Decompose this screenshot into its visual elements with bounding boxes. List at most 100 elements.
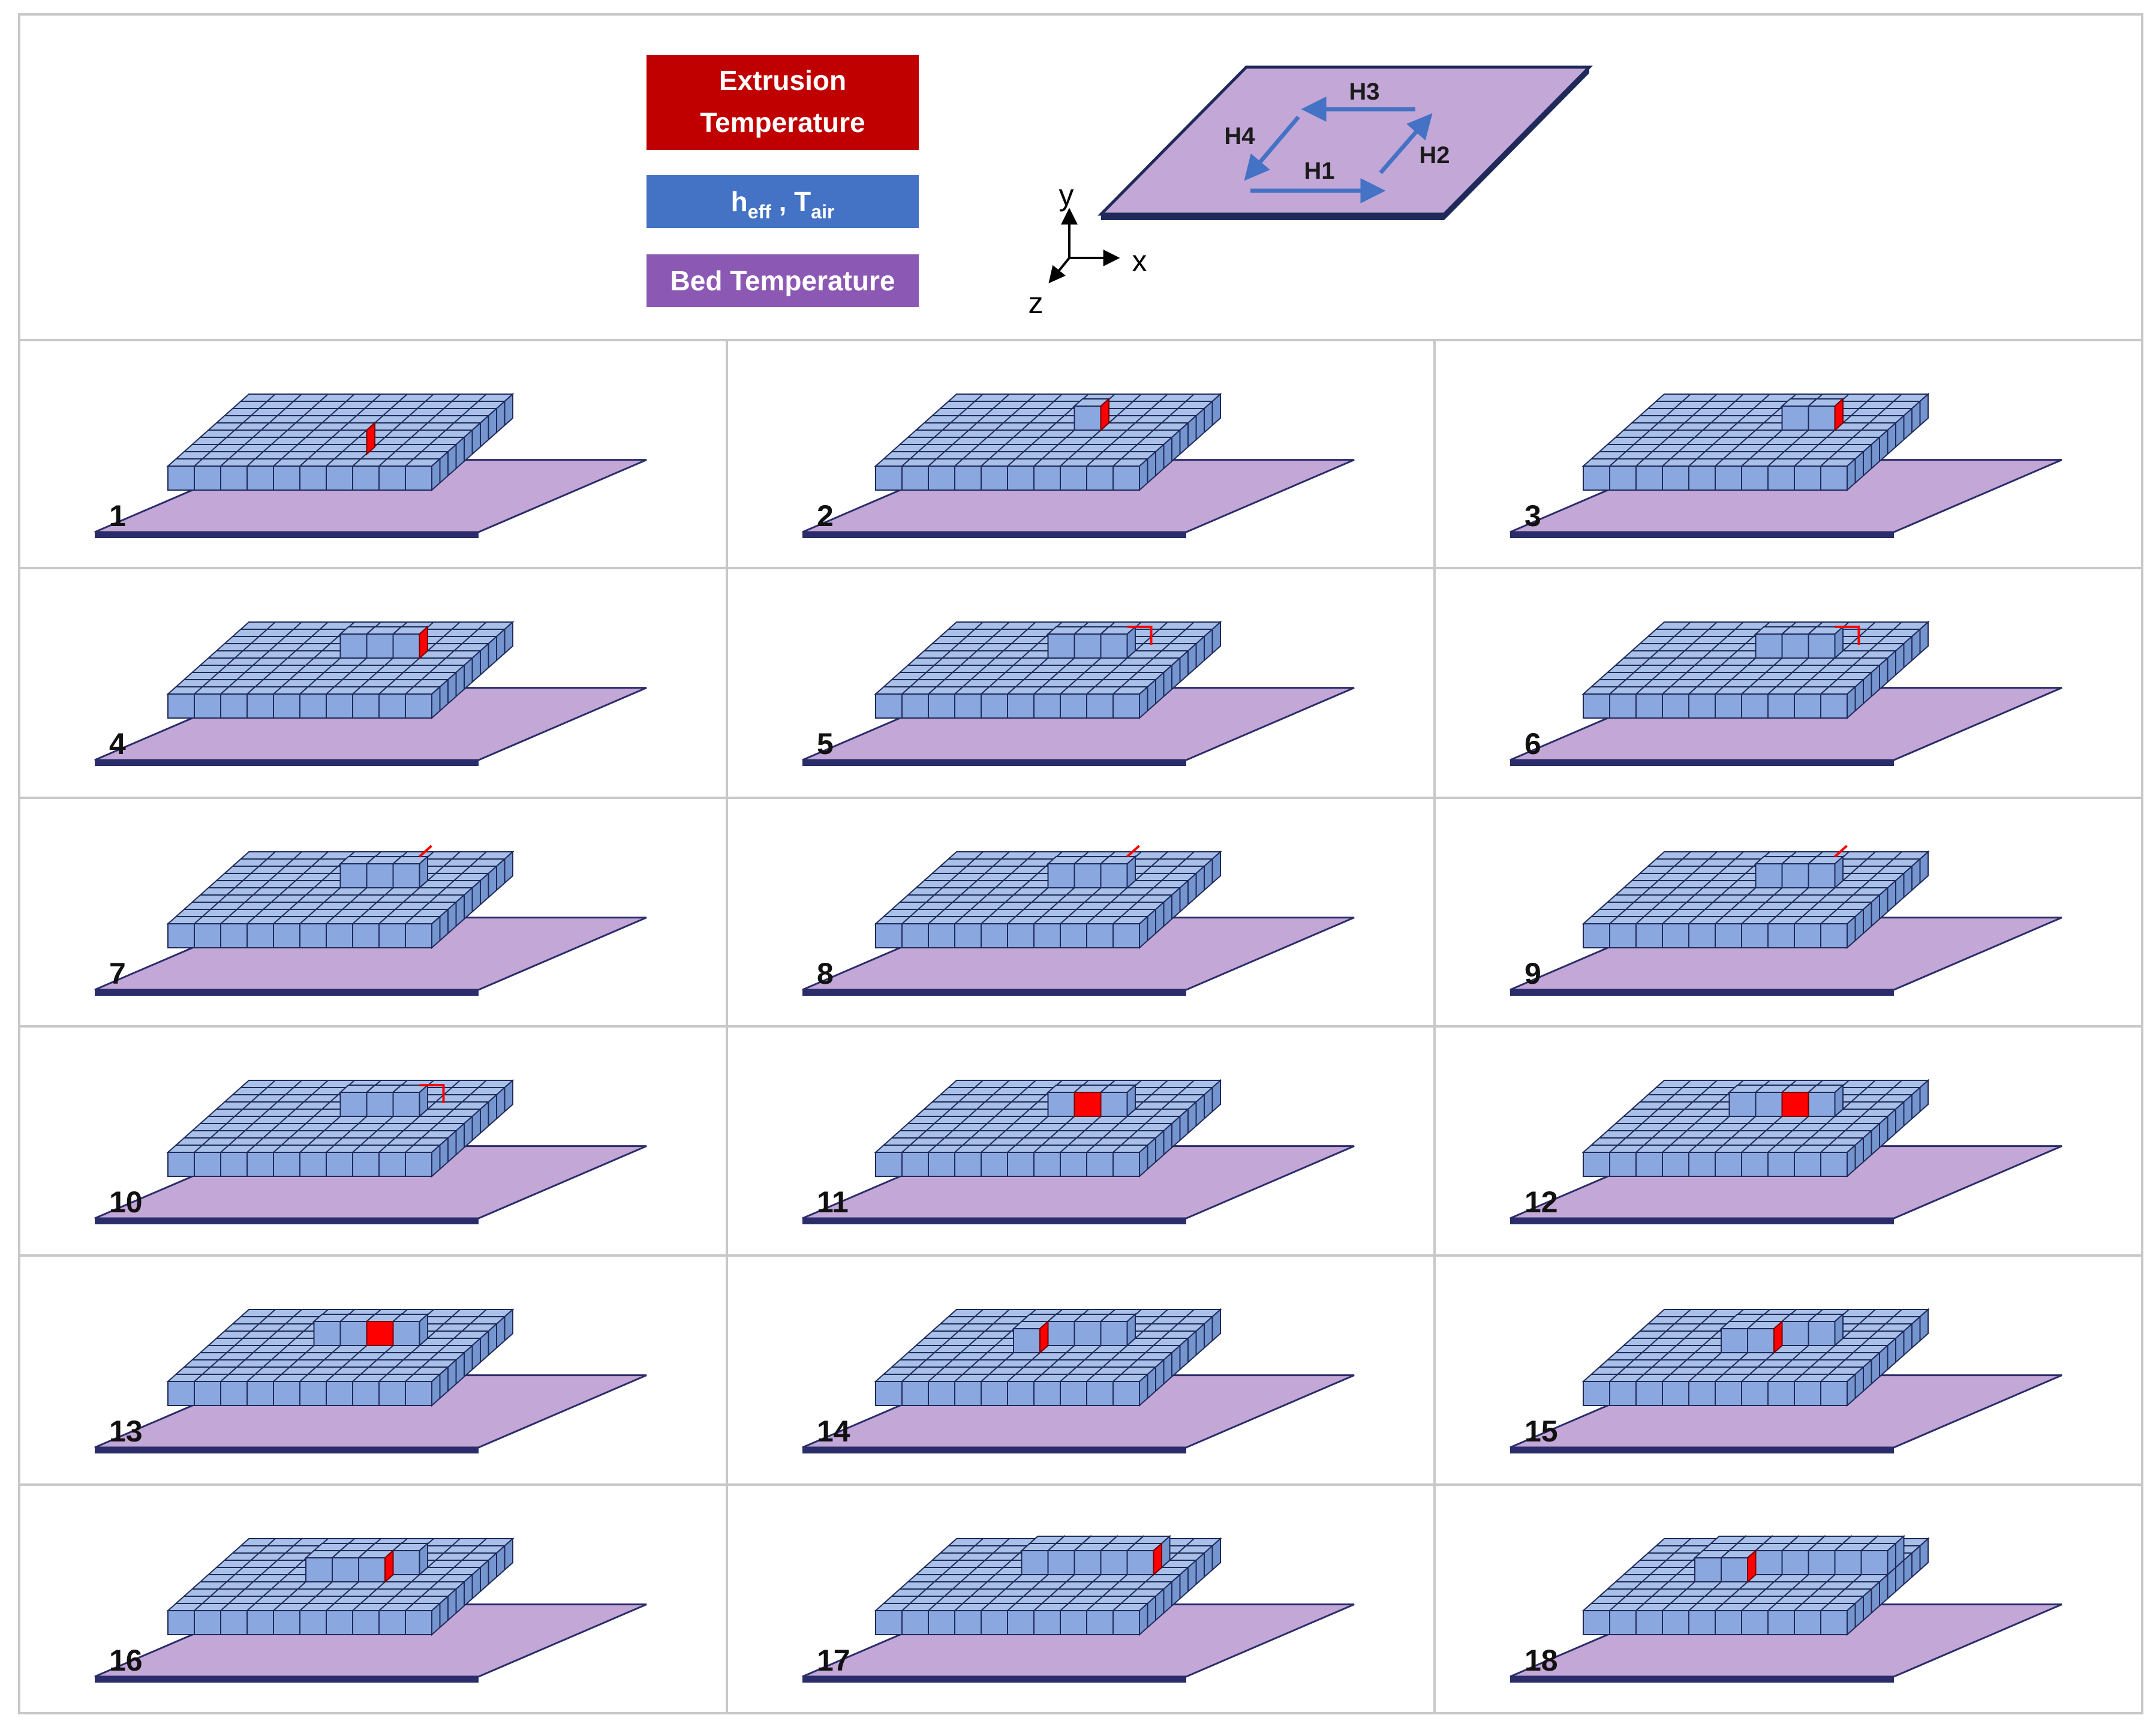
legend-heff-tair: heff , Tair [647,175,919,228]
active-extrusion-marker [1039,1320,1049,1354]
active-extrusion-marker [1834,397,1844,432]
active-extrusion-marker [366,1321,394,1346]
step-number: 3 [1524,499,1541,533]
h3-label: H3 [1349,79,1379,105]
deposited-cube [391,1312,429,1347]
bed-edge [95,1218,479,1224]
step-number: 18 [1524,1644,1558,1677]
z-axis-line [1048,257,1071,284]
step-panel-6: 6 [1509,620,2062,766]
legend-extrusion-swatch [647,55,919,150]
legend-t-symbol: T [794,186,811,217]
legend-extrusion-temperature: Extrusion Temperature [647,55,919,150]
h2-label: H2 [1419,142,1450,169]
second-layer [1780,397,1845,432]
legend: Extrusion Temperature heff , Tair Bed Te… [647,55,919,307]
legend-bed-temperature: Bed Temperature [647,254,919,307]
bed-edge [1510,1447,1894,1453]
deposited-cube [1806,1083,1845,1118]
second-layer [1754,855,1845,890]
axis-triad: y x z [1029,178,1147,320]
bed-edge [802,532,1186,538]
bed-edge [1510,990,1894,996]
deposited-cube [1099,1083,1137,1118]
step-number: 10 [109,1185,143,1219]
y-axis-label: y [1059,178,1074,212]
h4-label: H4 [1224,123,1255,149]
step-panel-18: 18 [1509,1534,2062,1683]
step-panel-4: 4 [94,620,647,766]
deposited-cube [1859,1542,1898,1576]
bed-edge [95,1447,479,1453]
step-panel-9: 9 [1509,845,2062,996]
step-panel-10: 10 [94,1079,647,1224]
step-number: 11 [817,1185,849,1219]
active-extrusion-marker [1153,1542,1162,1576]
step-number: 9 [1524,957,1541,990]
bed-edge [1510,1218,1894,1224]
active-extrusion-marker [1126,845,1140,858]
base-layer [874,392,1222,492]
step-panel-8: 8 [802,845,1355,996]
deposited-cube [1806,855,1845,890]
second-layer [1754,625,1845,660]
grid-frame [18,13,2143,1714]
bed-edge [802,760,1186,766]
step-number: 17 [817,1644,850,1677]
step-number: 15 [1524,1414,1558,1448]
legend-h-symbol: h [731,186,748,217]
active-extrusion-marker [419,845,432,858]
step-number: 4 [109,727,126,761]
step-panel-14: 14 [802,1308,1355,1453]
deposited-cube [1099,625,1137,660]
legend-comma: , [771,186,794,217]
h1-label: H1 [1304,158,1334,184]
step-panel-13: 13 [94,1308,647,1453]
legend-heff-swatch [647,175,919,228]
base-layer [166,392,515,492]
bed-edge [1510,532,1894,538]
bed-edge [802,990,1186,996]
step-panel-5: 5 [802,620,1355,766]
plate-top [1097,65,1593,216]
h4-arrow [1244,115,1300,181]
step-number: 13 [109,1414,143,1448]
second-layer [338,625,429,660]
active-extrusion-marker [384,1549,394,1584]
step-number: 16 [109,1644,143,1677]
step-panel-11: 11 [802,1079,1355,1224]
active-extrusion-marker [1127,626,1153,645]
step-panel-3: 3 [1509,392,2062,538]
bed-edge [95,990,479,996]
step-panel-17: 17 [802,1534,1355,1683]
bed-edge [95,1677,479,1683]
active-extrusion-marker [419,625,428,660]
bed-edge [802,1218,1186,1224]
second-layer [338,855,429,890]
bed-edge [95,532,479,538]
legend-bed-label: Bed Temperature [670,265,895,296]
legend-bed-swatch [647,254,919,307]
legend-heff-label: heff , Tair [731,186,835,223]
step-number: 8 [817,957,834,990]
step-panel-15: 15 [1509,1308,2062,1453]
bed-edge [1510,760,1894,766]
deposited-cube [1099,1312,1137,1347]
active-extrusion-marker [1835,626,1860,645]
active-extrusion-marker [1100,397,1109,432]
deposited-cube [1806,1312,1845,1347]
step-panel-2: 2 [802,392,1355,538]
legend-extrusion-label-line2: Temperature [700,107,865,138]
second-layer [1046,855,1137,890]
second-layer [1020,1534,1172,1576]
deposited-cube [1099,855,1137,890]
x-axis-label: x [1132,244,1147,278]
deposited-cube [391,855,429,890]
step-panel-12: 12 [1509,1079,2062,1224]
second-layer [1046,625,1137,660]
second-layer [338,1083,429,1118]
deposited-cube [1072,397,1111,432]
deposited-cube [391,1083,429,1118]
